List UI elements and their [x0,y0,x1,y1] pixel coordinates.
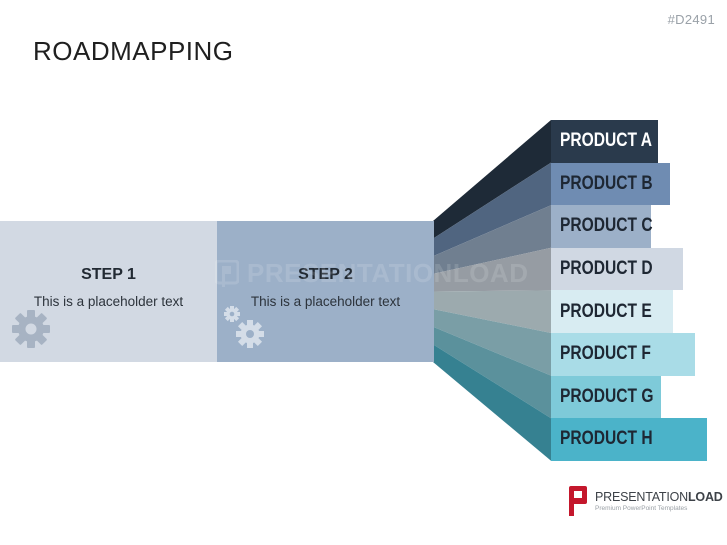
step-1-text: This is a placeholder text [33,294,184,309]
product-bar: PRODUCT C [551,205,653,248]
product-bar: PRODUCT B [551,162,670,206]
product-bar: PRODUCT D [551,247,683,291]
fan-ribbons [433,120,551,461]
product-label: PRODUCT F [560,343,651,365]
gears-icon [224,306,264,348]
product-ribbon [433,344,551,461]
watermark-logo-icon [215,259,239,287]
product-bar: PRODUCT F [551,333,695,376]
product-ribbon [433,309,551,376]
step-2-title: STEP 2 [298,266,353,283]
brand-logo: PRESENTATIONLOAD Premium PowerPoint Temp… [569,486,723,516]
product-ribbon [433,162,551,257]
step-1-box: STEP 1 This is a placeholder text [0,221,217,362]
product-label: PRODUCT G [560,385,654,407]
product-ribbon [433,247,551,292]
product-bar: PRODUCT H [551,418,707,461]
product-ribbon [433,205,551,274]
product-label: PRODUCT D [560,258,653,280]
product-label: PRODUCT C [560,215,653,237]
product-ribbon [433,326,551,419]
brand-tagline: Premium PowerPoint Templates [595,505,688,512]
product-ribbon [433,120,551,239]
brand-name: PRESENTATIONLOAD [595,490,723,504]
watermark-text: PRESENTATIONLOAD [247,258,529,288]
page-title: ROADMAPPING [33,36,234,66]
slide-id: #D2491 [667,12,715,27]
gear-icon [12,310,50,348]
presentationload-logo-icon [569,486,587,516]
product-label: PRODUCT B [560,172,653,194]
product-bar: PRODUCT A [551,120,658,163]
product-bar: PRODUCT G [551,375,661,419]
step-2-text: This is a placeholder text [250,294,401,309]
product-label: PRODUCT E [560,300,652,322]
watermark: PRESENTATIONLOAD [215,258,528,289]
product-label: PRODUCT A [560,130,653,152]
product-ribbon [433,290,551,333]
product-bar: PRODUCT E [551,290,673,333]
product-label: PRODUCT H [560,428,653,450]
step-1-title: STEP 1 [81,266,136,283]
